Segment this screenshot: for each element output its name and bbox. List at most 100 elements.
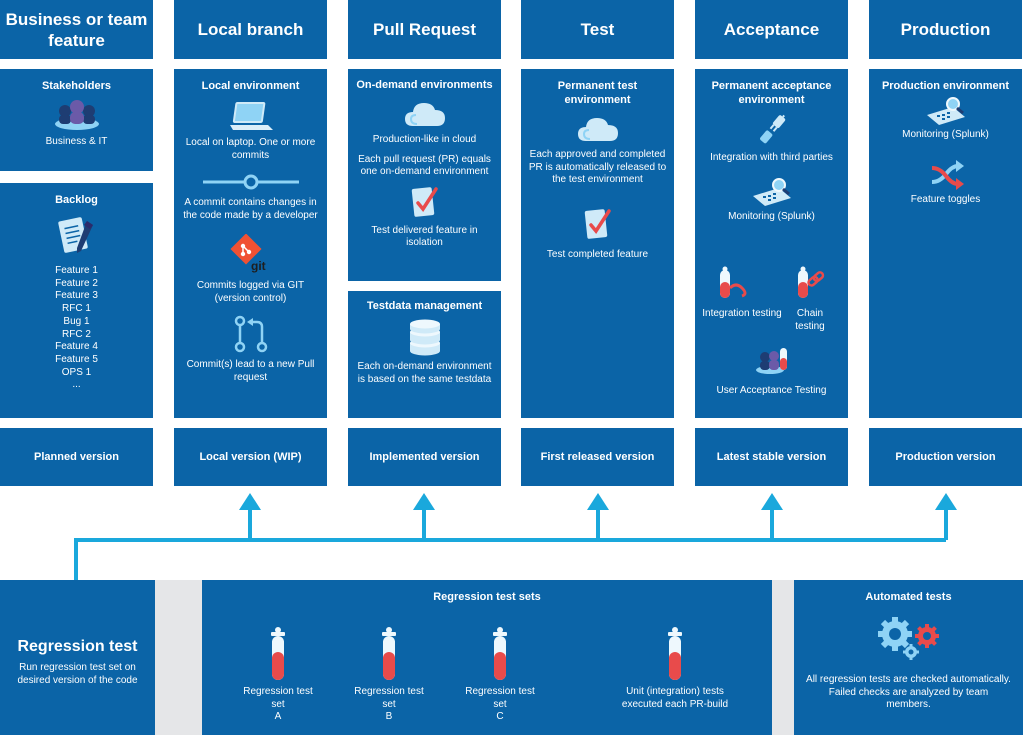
unit-tests: Unit (integration) tests executed each P…: [610, 626, 740, 711]
acceptance-text-5: User Acceptance Testing: [716, 385, 827, 396]
on-demand-title: On-demand environments: [356, 79, 493, 91]
git-icon: git: [229, 234, 266, 273]
backlog-item: Feature 3: [55, 290, 98, 302]
unit-tests-text: Unit (integration) tests executed each P…: [621, 686, 729, 710]
header-test-text: Test: [580, 20, 615, 39]
acceptance-text-3: Integration testing: [702, 308, 782, 319]
backlog-item: Feature 1: [55, 265, 98, 276]
user-acceptance-testing-icon: [756, 348, 787, 374]
regression-set-letter: A: [274, 711, 282, 722]
regression-set-label: Regression test set: [243, 686, 313, 710]
regression-set-b: Regression test set B: [343, 626, 435, 724]
stakeholders-icon: [54, 100, 99, 130]
gears-icon: [877, 617, 939, 660]
footer-pr-text: Implemented version: [369, 451, 480, 463]
monitoring-icon: [752, 177, 791, 206]
column-acceptance: Acceptance Permanent acceptance environm…: [695, 0, 848, 486]
regression-set-letter: B: [385, 711, 393, 722]
regression-test-title: Regression test: [17, 638, 138, 655]
git-label: git: [251, 259, 266, 273]
arrow-up-test: [587, 493, 609, 510]
footer-production-text: Production version: [895, 451, 996, 463]
database-icon: [409, 319, 440, 356]
regression-sets-title: Regression test sets: [433, 591, 541, 603]
pr-text-1: Production-like in cloud: [372, 134, 477, 145]
column-production: Production Production environment Monito…: [869, 0, 1022, 486]
backlog-item: RFC 2: [62, 328, 91, 340]
backlog-list: Feature 1 Feature 2 Feature 3 RFC 1 Bug …: [0, 265, 153, 392]
acceptance-text-2: Monitoring (Splunk): [728, 210, 815, 222]
regression-set-a: Regression test set A: [232, 626, 324, 724]
local-text-1: Local on laptop. One or more commits: [185, 137, 316, 161]
testdata-title: Testdata management: [366, 300, 483, 312]
monitoring-icon: [926, 97, 965, 125]
footer-production: Production version: [869, 428, 1022, 486]
backlog-item: OPS 1: [61, 366, 92, 378]
column-business: Business or team feature Stakeholders Bu…: [0, 0, 153, 486]
pr-text-2: Each pull request (PR) equals one on-dem…: [358, 153, 491, 178]
regression-set-c: Regression test set C: [454, 626, 546, 724]
header-test: Test: [521, 0, 674, 59]
plug-integration-icon: [759, 114, 785, 144]
backlog-item: Feature 4: [55, 341, 98, 353]
regression-test-text: Run regression test set on desired versi…: [17, 662, 138, 686]
acceptance-text-1: Integration with third parties: [710, 152, 833, 163]
arrow-up-pr: [413, 493, 435, 510]
integration-testing-icon: [720, 266, 747, 298]
test-text-2: Test completed feature: [546, 248, 649, 260]
automated-tests-title: Automated tests: [865, 591, 952, 603]
test-environment-box: Permanent test environment Each approved…: [521, 69, 674, 418]
test-tube-icon: [493, 627, 507, 680]
checklist-icon: [584, 208, 611, 239]
backlog-item: Feature 2: [55, 277, 98, 289]
backlog-item: Feature 5: [55, 353, 98, 365]
regression-set-label: Regression test set: [465, 686, 535, 710]
header-acceptance-text: Acceptance: [723, 20, 820, 39]
local-text-3: Commits logged via GIT (version control): [196, 280, 305, 304]
checklist-icon: [411, 186, 438, 217]
footer-test: First released version: [521, 428, 674, 486]
local-environment-box: Local environment Local on laptop. One o…: [174, 69, 327, 418]
test-environment-title: Permanent test environment: [557, 80, 638, 106]
footer-test-text: First released version: [540, 451, 655, 463]
column-pr: Pull Request On-demand environments Prod…: [348, 0, 501, 486]
test-text-1: Each approved and completed PR is automa…: [528, 149, 667, 185]
stakeholders-title: Stakeholders: [41, 80, 112, 92]
commit-icon: [202, 174, 299, 190]
chain-testing-icon: [798, 266, 825, 298]
header-pr: Pull Request: [348, 0, 501, 59]
footer-pr: Implemented version: [348, 428, 501, 486]
testdata-text: Each on-demand environment is based on t…: [357, 361, 492, 385]
header-business-text: Business or team feature: [5, 9, 148, 50]
production-text-1: Monitoring (Splunk): [902, 129, 989, 140]
document-pen-icon: [57, 217, 93, 253]
header-production: Production: [869, 0, 1022, 59]
test-tube-icon: [271, 627, 285, 680]
automated-tests-text: All regression tests are checked automat…: [806, 674, 1011, 710]
regression-set-label: Regression test set: [354, 686, 424, 710]
stakeholders-box: Stakeholders Business & IT: [0, 69, 153, 171]
laptop-icon: [229, 102, 273, 130]
backlog-title: Backlog: [55, 194, 98, 206]
arrow-up-local: [239, 493, 261, 510]
on-demand-box: On-demand environments Production-like i…: [348, 69, 501, 281]
footer-business: Planned version: [0, 428, 153, 486]
column-test: Test Permanent test environment Each app…: [521, 0, 674, 486]
header-local: Local branch: [174, 0, 327, 59]
production-text-2: Feature toggles: [910, 193, 981, 205]
production-environment-box: Production environment Monitoring (Splun…: [869, 69, 1022, 418]
testdata-box: Testdata management Each on-demand envir…: [348, 291, 501, 418]
header-acceptance: Acceptance: [695, 0, 848, 59]
local-text-4: Commit(s) lead to a new Pull request: [186, 359, 315, 383]
arrow-up-acceptance: [761, 493, 783, 510]
arrow-up-production: [935, 493, 957, 510]
local-environment-title: Local environment: [201, 80, 300, 92]
header-production-text: Production: [900, 20, 991, 39]
pull-request-icon: [234, 315, 267, 353]
test-tube-icon: [382, 627, 396, 680]
backlog-item: Bug 1: [63, 315, 90, 327]
regression-set-letter: C: [496, 711, 504, 722]
regression-test-box: Regression test Run regression test set …: [0, 580, 155, 735]
stakeholders-text: Business & IT: [45, 136, 108, 147]
backlog-item: RFC 1: [62, 303, 91, 315]
